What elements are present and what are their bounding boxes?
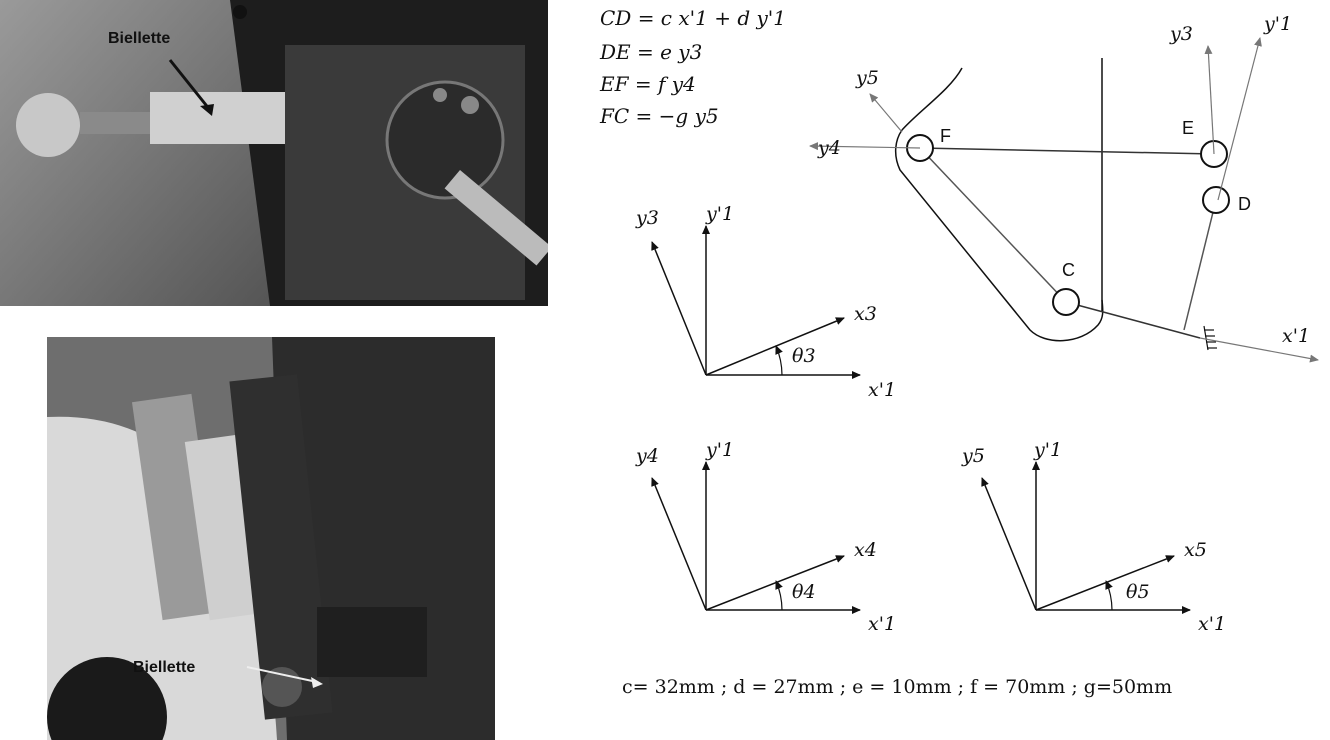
ground-hatch	[1203, 325, 1217, 351]
frame4-label-angle: θ4	[792, 581, 816, 603]
link-fc	[919, 147, 1067, 303]
frame4-label-x-ref: x'1	[868, 613, 896, 635]
frame3-label-x-rot: x3	[854, 303, 877, 325]
frame4-label-y-ref: y'1	[705, 439, 734, 461]
frame3-axis-y-rot	[651, 241, 707, 376]
frame3-label-angle: θ3	[792, 345, 816, 367]
equation-fc: FC = −g y5	[600, 104, 719, 128]
joint-c	[1052, 288, 1080, 316]
frame4-label-y-rot: y4	[635, 445, 659, 467]
label-axis-y4: y4	[817, 137, 841, 159]
frame3-label-x-ref: x'1	[868, 379, 896, 401]
mechanism: F E D C y5 y4 y3 y'1 x'1	[809, 13, 1319, 363]
axis-y3	[1204, 45, 1215, 155]
axis-y4	[809, 142, 921, 151]
equation-ef: EF = f y4	[600, 72, 696, 96]
frame5-label-y-rot: y5	[961, 445, 985, 467]
equation-cd: CD = c x'1 + d y'1	[600, 6, 787, 30]
link-ef	[919, 147, 1215, 155]
label-d: D	[1238, 194, 1251, 214]
link-d-ground	[1183, 199, 1217, 331]
frame5-label-x-ref: x'1	[1198, 613, 1226, 635]
biellette-label-top: Biellette	[108, 30, 171, 47]
frame-theta5: y5 y'1 x5 x'1 θ5	[961, 439, 1226, 635]
lever-outline	[894, 129, 1104, 342]
frame4-axis-x-rot	[705, 555, 845, 611]
link-cd	[1065, 301, 1201, 339]
label-e: E	[1182, 118, 1194, 138]
equation-de: DE = e y3	[600, 40, 703, 64]
label-axis-x1-prime: x'1	[1282, 325, 1310, 347]
frame3-label-y-rot: y3	[635, 207, 659, 229]
joint-d	[1202, 186, 1230, 214]
photo-biellette-bottom: Biellette	[47, 337, 495, 740]
frame5-label-x-rot: x5	[1184, 539, 1207, 561]
frame4-angle-arc	[775, 580, 783, 611]
frame4-label-x-rot: x4	[854, 539, 877, 561]
biellette-pointer-top	[168, 59, 214, 116]
frame3-axis-x-rot	[705, 317, 845, 376]
dimensions-footer: c= 32mm ; d = 27mm ; e = 10mm ; f = 70mm…	[622, 676, 1173, 698]
frame5-axis-y-rot	[981, 477, 1037, 611]
frame3-angle-arc	[775, 345, 783, 376]
frame5-label-y-ref: y'1	[1033, 439, 1062, 461]
frame3-label-y-ref: y'1	[705, 203, 734, 225]
axis-x1-prime	[1199, 337, 1319, 363]
biellette-label-bottom: Biellette	[133, 659, 196, 676]
biellette-pointer-bottom	[246, 666, 323, 688]
lever-top-curve	[901, 67, 963, 131]
frame-theta3: y3 y'1 x3 x'1 θ3	[635, 203, 896, 401]
axis-y1-prime	[1217, 37, 1262, 201]
photo-biellette-top: Biellette	[0, 0, 548, 306]
frame4-axis-y-rot	[651, 477, 707, 611]
axis-y5	[869, 93, 903, 133]
label-axis-y5: y5	[855, 67, 879, 89]
photo-top-drawing	[0, 0, 548, 306]
label-axis-y1-prime: y'1	[1263, 13, 1292, 35]
frame5-angle-arc	[1105, 580, 1113, 611]
label-axis-y3: y3	[1169, 23, 1193, 45]
frame5-label-angle: θ5	[1126, 581, 1150, 603]
frame-theta4: y4 y'1 x4 x'1 θ4	[635, 439, 896, 635]
frame5-axis-x-rot	[1035, 555, 1175, 611]
label-c: C	[1062, 260, 1075, 280]
label-f: F	[940, 126, 951, 146]
